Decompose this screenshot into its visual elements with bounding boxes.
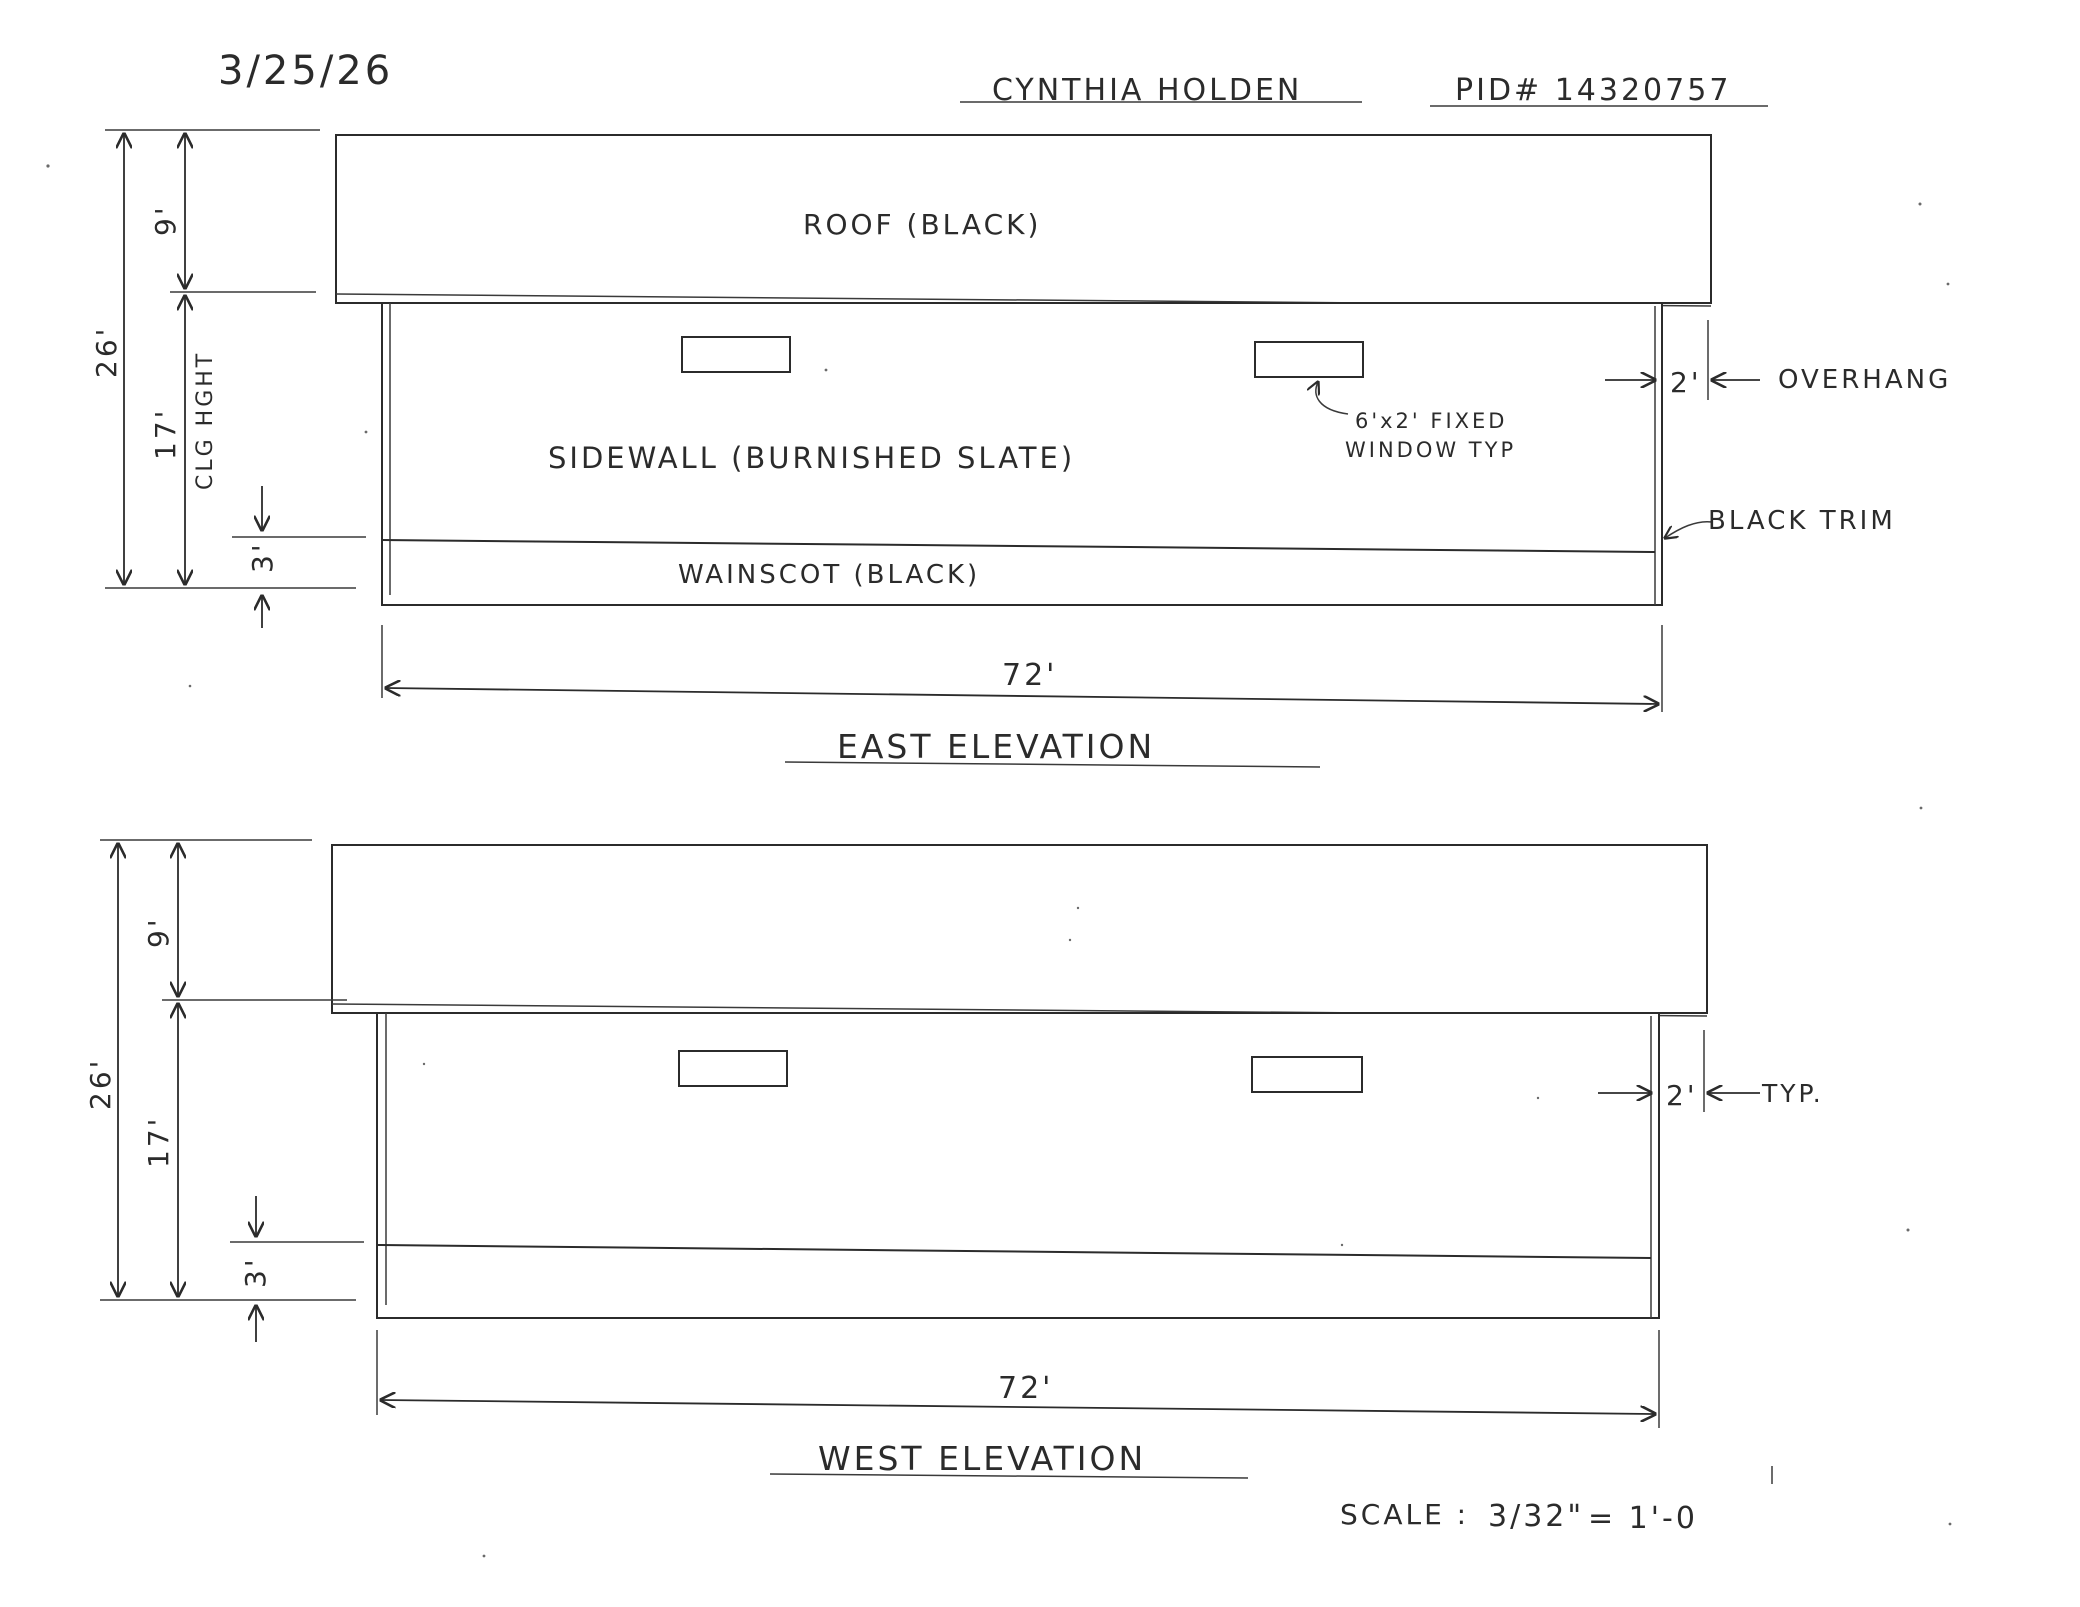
east-sidewall-label: SIDEWALL (BURNISHED SLATE) <box>548 441 1075 475</box>
east-elevation-title: EAST ELEVATION <box>837 727 1155 766</box>
east-wainscot-height: 3' <box>246 541 279 573</box>
scan-specks <box>46 164 1952 1558</box>
west-wall-height: 17' <box>142 1116 175 1168</box>
west-overhang-label: TYP. <box>1761 1079 1824 1108</box>
east-overhang-dim: 2' <box>1670 366 1702 399</box>
east-width: 72' <box>1002 658 1057 693</box>
east-roof-label: ROOF (BLACK) <box>803 208 1041 241</box>
west-wainscot-line <box>376 1244 1652 1259</box>
scale-equals: = 1'-0 <box>1588 1501 1698 1536</box>
east-window-2 <box>1254 341 1364 378</box>
east-wainscot-label: WAINSCOT (BLACK) <box>678 560 980 590</box>
east-width-dim <box>386 688 1658 704</box>
east-window-1 <box>681 336 791 373</box>
east-trim-leader <box>1665 520 1713 538</box>
drawing-date: 3/25/26 <box>218 48 393 94</box>
east-window-leader <box>1316 382 1349 415</box>
west-window-1 <box>678 1050 788 1087</box>
east-window-note-line1: 6'x2' FIXED <box>1355 409 1507 433</box>
east-wall-height: 17' <box>149 408 182 460</box>
east-sidewall <box>381 302 1663 606</box>
east-wainscot-line <box>381 539 1656 553</box>
scale-note: SCALE : 3/32" = 1'-0 <box>1340 1498 1698 1536</box>
west-title-underline <box>769 1473 1249 1479</box>
scale-fraction: 3/32" <box>1488 1499 1584 1534</box>
west-overhang-dim: 2' <box>1666 1079 1698 1112</box>
west-width: 72' <box>998 1371 1053 1406</box>
east-total-height: 26' <box>90 326 123 378</box>
west-roof <box>331 844 1708 1014</box>
east-roof <box>335 134 1712 304</box>
west-width-dim <box>381 1400 1655 1414</box>
east-trim-label: BLACK TRIM <box>1708 506 1896 536</box>
west-elevation-title: WEST ELEVATION <box>818 1439 1146 1478</box>
west-elevation: 2' TYP. 26' 9' 17' 3' 72' WEST ELEVATION <box>84 839 1824 1479</box>
west-total-height: 26' <box>84 1058 117 1110</box>
west-sidewall <box>376 1012 1660 1319</box>
west-wainscot-height: 3' <box>239 1256 272 1288</box>
west-roof-height: 9' <box>142 916 175 948</box>
east-ceiling-label: CLG HGHT <box>193 351 218 490</box>
parcel-id: PID# 14320757 <box>1455 73 1731 108</box>
east-window-note-line2: WINDOW TYP <box>1345 438 1516 462</box>
east-elevation: ROOF (BLACK) SIDEWALL (BURNISHED SLATE) … <box>90 129 1951 768</box>
east-roof-height: 9' <box>149 204 182 236</box>
east-title-underline <box>784 761 1321 768</box>
scale-label: SCALE : <box>1340 1498 1469 1531</box>
west-window-2 <box>1251 1056 1363 1093</box>
east-overhang-label: OVERHANG <box>1778 365 1951 395</box>
